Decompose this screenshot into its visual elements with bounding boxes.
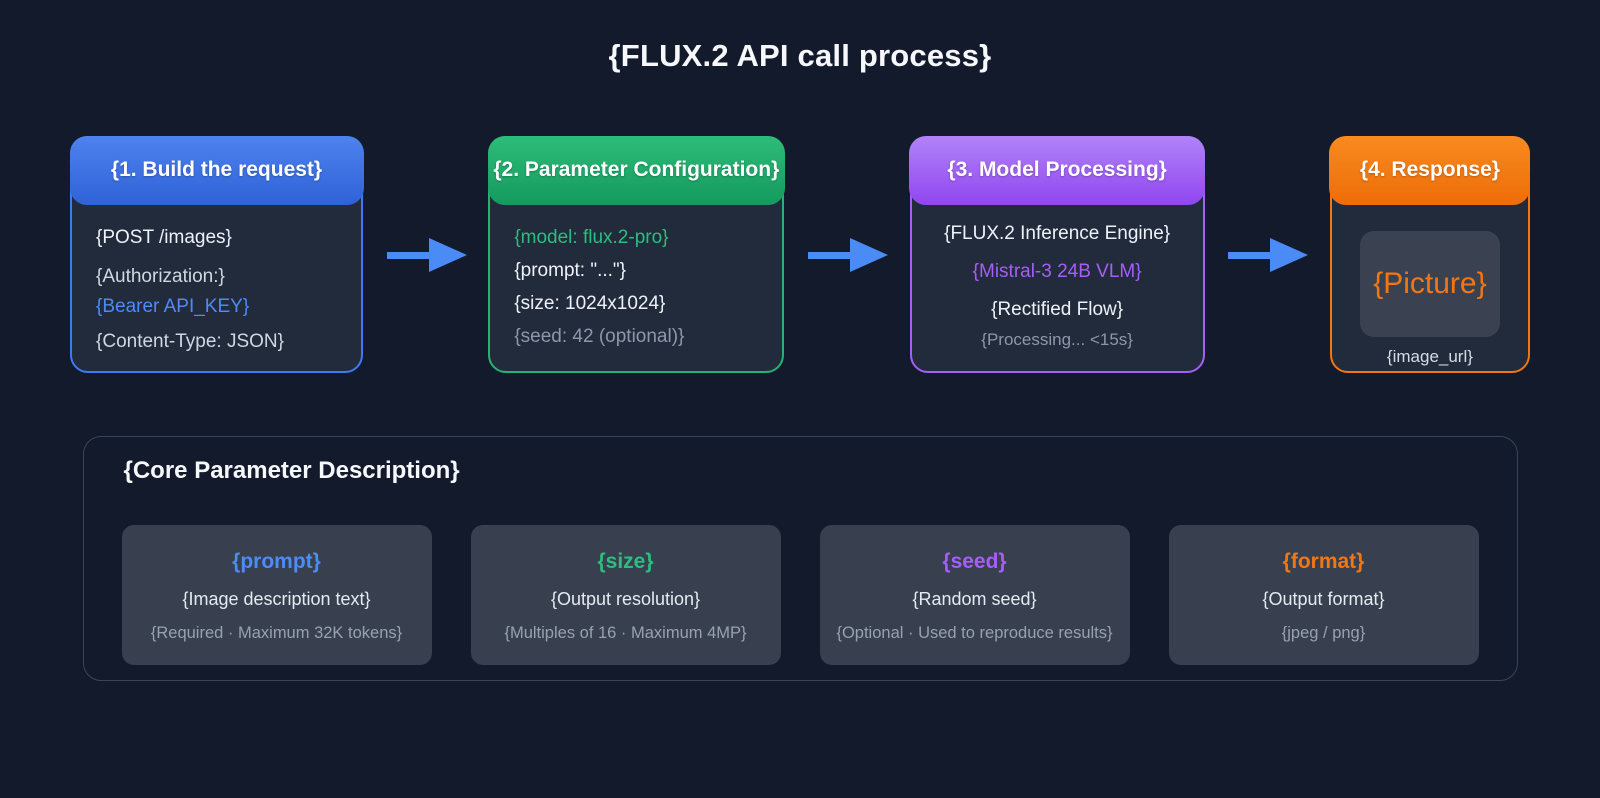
param-cards-row: {prompt} {Image description text} {Requi… [121, 525, 1479, 665]
step-line-bearer: {Bearer API_KEY} [96, 295, 250, 317]
param-name: {prompt} [232, 550, 321, 573]
step-line-model: {model: flux.2-pro} [514, 226, 669, 248]
param-description: {Random seed} [912, 589, 1037, 609]
step-line-post: {POST /images} [96, 226, 232, 248]
param-card-format: {format} {Output format} {jpeg / png} [1168, 525, 1479, 665]
image-url-caption: {image_url} [1386, 346, 1473, 366]
picture-label: {Picture} [1373, 266, 1487, 300]
step-1-header: {1. Build the request} [69, 135, 364, 205]
step-3-header: {3. Model Processing} [909, 135, 1206, 205]
param-description: {Image description text} [182, 589, 371, 609]
page-title: {FLUX.2 API call process} [608, 38, 992, 73]
step-line-authorization: {Authorization:} [96, 265, 225, 287]
step-card-parameter-configuration: {2. Parameter Configuration} {model: flu… [487, 135, 785, 373]
picture-placeholder: {Picture} [1359, 230, 1500, 337]
param-note: {jpeg / png} [1281, 624, 1366, 642]
param-note: {Required · Maximum 32K tokens} [150, 624, 403, 642]
step-line-seed: {seed: 42 (optional)} [514, 325, 685, 347]
step-line-processing-time: {Processing... <15s} [981, 329, 1133, 349]
step-card-response: {4. Response} {Picture} {image_url} [1329, 135, 1531, 373]
step-line-inference-engine: {FLUX.2 Inference Engine} [944, 222, 1171, 244]
step-3-body: {FLUX.2 Inference Engine} {Mistral-3 24B… [912, 205, 1203, 372]
arrow-right-icon [1228, 237, 1309, 272]
step-line-vlm: {Mistral-3 24B VLM} [972, 260, 1142, 282]
arrow-right-icon [386, 237, 467, 272]
param-note: {Multiples of 16 · Maximum 4MP} [504, 624, 747, 642]
param-card-seed: {seed} {Random seed} {Optional · Used to… [819, 525, 1130, 665]
step-1-body: {POST /images} {Authorization:} {Bearer … [72, 205, 361, 372]
step-line-content-type: {Content-Type: JSON} [96, 330, 284, 352]
param-description: {Output resolution} [550, 589, 701, 609]
step-line-prompt: {prompt: "..."} [514, 259, 627, 281]
panel-title: {Core Parameter Description} [123, 457, 460, 484]
step-line-rectified-flow: {Rectified Flow} [991, 298, 1124, 320]
param-note: {Optional · Used to reproduce results} [836, 624, 1113, 642]
param-card-prompt: {prompt} {Image description text} {Requi… [121, 525, 432, 665]
step-4-body: {Picture} {image_url} [1332, 205, 1528, 372]
process-flow: {1. Build the request} {POST /images} {A… [69, 135, 1531, 373]
param-card-size: {size} {Output resolution} {Multiples of… [470, 525, 781, 665]
param-name: {size} [597, 550, 654, 573]
arrow-right-icon [807, 237, 888, 272]
param-name: {format} [1282, 550, 1365, 573]
step-card-model-processing: {3. Model Processing} {FLUX.2 Inference … [909, 135, 1206, 373]
param-name: {seed} [942, 550, 1007, 573]
step-line-size: {size: 1024x1024} [514, 292, 666, 314]
param-description: {Output format} [1262, 589, 1385, 609]
step-card-build-request: {1. Build the request} {POST /images} {A… [69, 135, 364, 373]
core-parameter-panel: {Core Parameter Description} {prompt} {I… [82, 436, 1518, 681]
step-2-header: {2. Parameter Configuration} [487, 135, 785, 205]
step-4-header: {4. Response} [1329, 135, 1531, 205]
step-2-body: {model: flux.2-pro} {prompt: "..."} {siz… [490, 205, 782, 372]
